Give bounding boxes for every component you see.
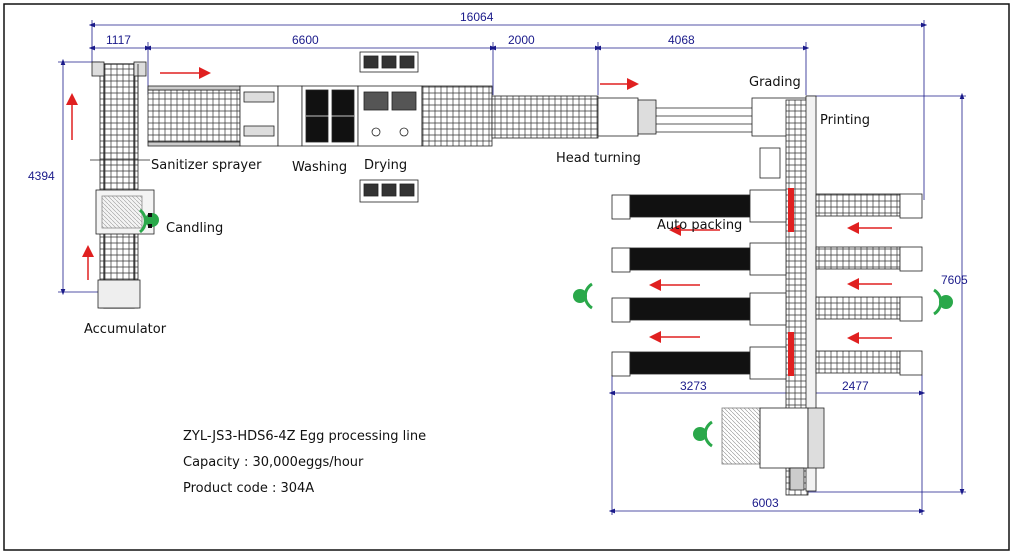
info-capacity: Capacity : 30,000eggs/hour (183, 455, 364, 470)
label-head-turning: Head turning (556, 151, 641, 166)
dim-left-height: 4394 (28, 169, 55, 183)
label-printing: Printing (820, 113, 870, 128)
dim-grading-section: 4068 (668, 33, 695, 47)
dim-washing-section: 6600 (292, 33, 319, 47)
info-product-code: Product code : 304A (183, 481, 314, 496)
dim-packing-right: 2477 (842, 379, 869, 393)
label-grading: Grading (749, 75, 801, 90)
dimension-lines (58, 20, 966, 515)
dim-overall-width: 16064 (460, 10, 494, 24)
label-accumulator: Accumulator (84, 322, 167, 337)
packing-rows (611, 189, 923, 380)
info-block: ZYL-JS3-HDS6-4Z Egg processing line Capa… (183, 429, 426, 496)
candling-operator-icon (138, 208, 159, 234)
dimension-texts: 16064 1117 6600 2000 4068 4394 7605 3273… (28, 10, 968, 510)
dim-accumulator: 1117 (106, 33, 131, 47)
label-candling: Candling (166, 221, 223, 236)
bottom-operator-icon (693, 420, 713, 448)
section-labels: Grading Printing Sanitizer sprayer Washi… (84, 75, 870, 337)
dim-packing-left: 3273 (680, 379, 707, 393)
label-auto-packing: Auto packing (657, 218, 742, 233)
label-sanitizer: Sanitizer sprayer (151, 158, 262, 173)
dim-head-turning: 2000 (508, 33, 535, 47)
dim-right-height: 7605 (941, 273, 968, 287)
packing-operator-left-icon (573, 282, 593, 310)
accumulator-column (90, 61, 155, 309)
page-border (3, 3, 1010, 551)
flow-arrows (66, 67, 892, 344)
info-model: ZYL-JS3-HDS6-4Z Egg processing line (183, 429, 426, 444)
washing-line (147, 51, 493, 203)
label-drying: Drying (364, 158, 407, 173)
dim-bottom-width: 6003 (752, 496, 779, 510)
head-turning-conveyor (491, 95, 752, 139)
packing-operator-right-icon (933, 288, 953, 316)
label-washing: Washing (292, 160, 347, 175)
grading-machine (721, 95, 825, 496)
